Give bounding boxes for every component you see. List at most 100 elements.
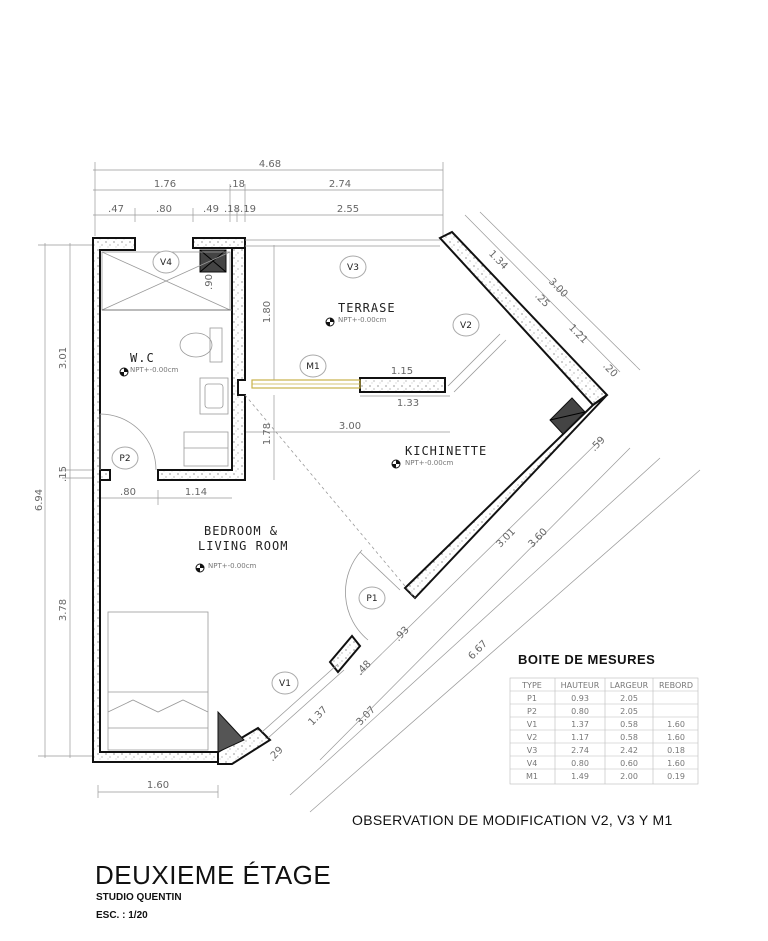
dim-top-a: 1.76 <box>154 179 176 190</box>
element-tags <box>111 250 480 695</box>
drawing-subtitle: STUDIO QUENTIN <box>96 892 182 903</box>
kitchen-partition-wall <box>359 377 446 393</box>
ducts <box>199 249 586 753</box>
window-v2 <box>447 333 501 387</box>
measures-cell: 0.58 <box>620 733 638 742</box>
toilet-bowl <box>179 332 213 358</box>
bed <box>107 611 209 751</box>
dim-bottom-160: 1.60 <box>147 780 169 791</box>
measures-cell: 0.80 <box>571 759 589 768</box>
tag-m1: M1 <box>306 362 320 372</box>
dim-inner-115: 1.15 <box>391 366 413 377</box>
measures-cell: 1.60 <box>667 733 685 742</box>
door-p2-swing <box>99 413 157 471</box>
tag-v4: V4 <box>160 258 172 268</box>
dim-top-i: 2.55 <box>337 204 359 215</box>
observation-note: OBSERVATION DE MODIFICATION V2, V3 Y M1 <box>352 812 673 828</box>
dim-top-g: .18 <box>224 204 240 215</box>
duct-corner-south <box>217 710 245 753</box>
drawing-title: DEUXIEME ÉTAGE <box>95 860 332 890</box>
measures-box: BOITE DE MESURES TYPE HAUTEUR LARGEUR REBOR… <box>509 652 699 785</box>
dim-diag-048: .48 <box>355 659 374 678</box>
measures-cell: 0.80 <box>571 707 589 716</box>
measures-header-cell: REBORD <box>659 681 693 690</box>
walls <box>92 230 609 765</box>
dim-left-a: 3.01 <box>58 347 69 369</box>
room-bedroom-line1: BEDROOM & <box>204 524 278 538</box>
dim-diag-020: .20 <box>600 361 619 380</box>
room-wc: W.C <box>130 351 155 365</box>
dim-inner-090: .90 <box>204 274 215 290</box>
dim-top-e: .80 <box>156 204 172 215</box>
dim-left-b: .15 <box>58 466 69 482</box>
tag-p1: P1 <box>366 594 377 604</box>
level-kichinette: NPT+-0.00cm <box>405 459 454 467</box>
dim-inner-180: 1.80 <box>262 301 273 323</box>
terrace-rail <box>245 239 440 247</box>
room-bedroom-line2: LIVING ROOM <box>198 539 288 553</box>
measures-cell: 1.60 <box>667 759 685 768</box>
bedroom-diagonal-wall <box>217 726 272 765</box>
level-terrase: NPT+-0.00cm <box>338 316 387 324</box>
dim-diag-137: 1.37 <box>307 704 330 728</box>
dim-diag-134: 1.34 <box>486 248 509 272</box>
dim-diag-667: 6.67 <box>467 638 490 662</box>
room-kichinette: KICHINETTE <box>405 444 487 458</box>
door-p1-swing <box>345 549 369 641</box>
measures-cell: 2.42 <box>620 746 638 755</box>
measures-cell: 0.60 <box>620 759 638 768</box>
measures-cell: V3 <box>527 746 538 755</box>
dim-inner-178: 1.78 <box>262 423 273 445</box>
measures-cell: 0.58 <box>620 720 638 729</box>
dim-diag-360: 3.60 <box>527 526 550 550</box>
toilet-tank <box>209 327 223 363</box>
north-wall-segment <box>192 237 246 249</box>
dim-top-h: .19 <box>240 204 256 215</box>
furniture <box>101 251 232 751</box>
dim-inner-114: 1.14 <box>185 487 207 498</box>
measures-cell: 0.93 <box>571 694 589 703</box>
dimension-lines <box>38 162 701 813</box>
room-terrase: TERRASE <box>338 301 396 315</box>
measures-header-cell: LARGEUR <box>610 681 649 690</box>
dim-diag-029: .29 <box>267 745 286 764</box>
measures-cell: 0.18 <box>667 746 685 755</box>
dim-top-f: .49 <box>203 204 219 215</box>
measures-cell: 1.37 <box>571 720 589 729</box>
measures-cell: 1.49 <box>571 772 589 781</box>
west-wall <box>92 237 219 763</box>
level-markers <box>119 317 401 573</box>
dim-left-total: 6.94 <box>34 489 45 511</box>
dim-top-c: 2.74 <box>329 179 351 190</box>
measures-cell: 0.19 <box>667 772 685 781</box>
dim-diag-301: 3.01 <box>495 526 518 550</box>
tag-v2: V2 <box>460 321 472 331</box>
measures-box-title: BOITE DE MESURES <box>518 652 655 667</box>
measures-cell: P2 <box>527 707 537 716</box>
dim-inner-133: 1.33 <box>397 398 419 409</box>
measures-cell: 2.05 <box>620 694 638 703</box>
measures-cell: M1 <box>526 772 538 781</box>
measures-cell: V4 <box>527 759 538 768</box>
dim-top-b: .18 <box>229 179 245 190</box>
window-v1 <box>261 663 339 733</box>
measures-cell: 2.74 <box>571 746 589 755</box>
measures-header-cell: TYPE <box>521 681 542 690</box>
wc-cabinet <box>183 431 229 467</box>
dim-top-d: .47 <box>108 204 124 215</box>
level-wc: NPT+-0.00cm <box>130 366 179 374</box>
dim-diag-025: .25 <box>532 291 551 310</box>
wc-east-wall <box>157 247 246 481</box>
bedroom-diagonal-wall-upper <box>328 634 362 674</box>
dim-top-total: 4.68 <box>259 159 281 170</box>
measures-header-cell: HAUTEUR <box>561 681 600 690</box>
measures-cell: 2.00 <box>620 772 638 781</box>
kitchen-diagonal-wall <box>403 394 608 600</box>
wc-south-wall <box>99 469 111 481</box>
openings <box>99 333 507 739</box>
drawing-scale: ESC. : 1/20 <box>96 910 148 921</box>
measures-cell: 1.60 <box>667 720 685 729</box>
measures-cell: V1 <box>527 720 538 729</box>
